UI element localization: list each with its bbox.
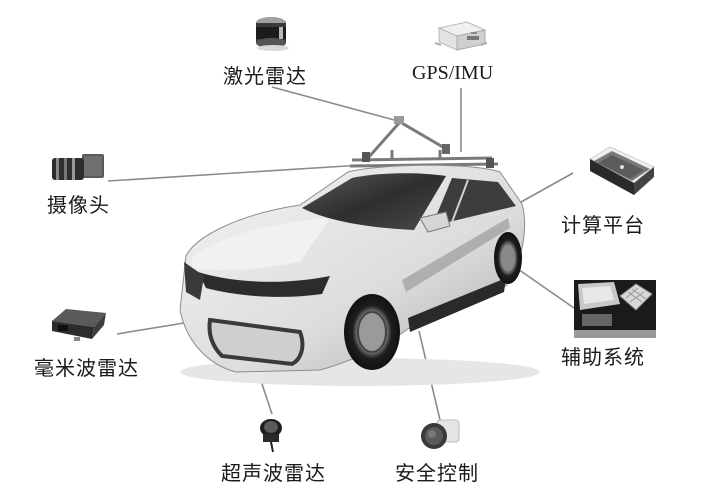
label-mmwave-radar: 毫米波雷达 xyxy=(34,356,139,380)
camera-icon xyxy=(52,154,104,180)
label-compute-platform: 计算平台 xyxy=(561,213,645,237)
line-lidar xyxy=(271,86,399,122)
lidar-icon xyxy=(256,17,289,51)
ultrasonic-sensor-icon xyxy=(260,419,282,452)
leader-lines xyxy=(107,86,575,421)
label-gps-imu: GPS/IMU xyxy=(412,62,494,84)
roof-rack xyxy=(349,120,499,168)
line-ultrasonic xyxy=(259,377,273,415)
label-lidar: 激光雷达 xyxy=(223,64,307,88)
label-camera: 摄像头 xyxy=(47,193,110,217)
auxiliary-system-icon xyxy=(574,280,656,338)
mmwave-radar-icon xyxy=(52,309,106,341)
label-safety-control: 安全控制 xyxy=(395,461,479,485)
label-ultrasonic-radar: 超声波雷达 xyxy=(221,461,326,485)
compute-board-icon xyxy=(588,146,655,195)
line-mmwave xyxy=(116,322,185,335)
label-auxiliary-system: 辅助系统 xyxy=(561,345,645,369)
safety-control-icon xyxy=(421,419,460,449)
autonomous-car xyxy=(179,116,540,386)
line-compute xyxy=(520,172,574,203)
line-aux xyxy=(514,266,575,309)
line-camera xyxy=(107,164,363,182)
gps-imu-box-icon xyxy=(435,21,487,51)
